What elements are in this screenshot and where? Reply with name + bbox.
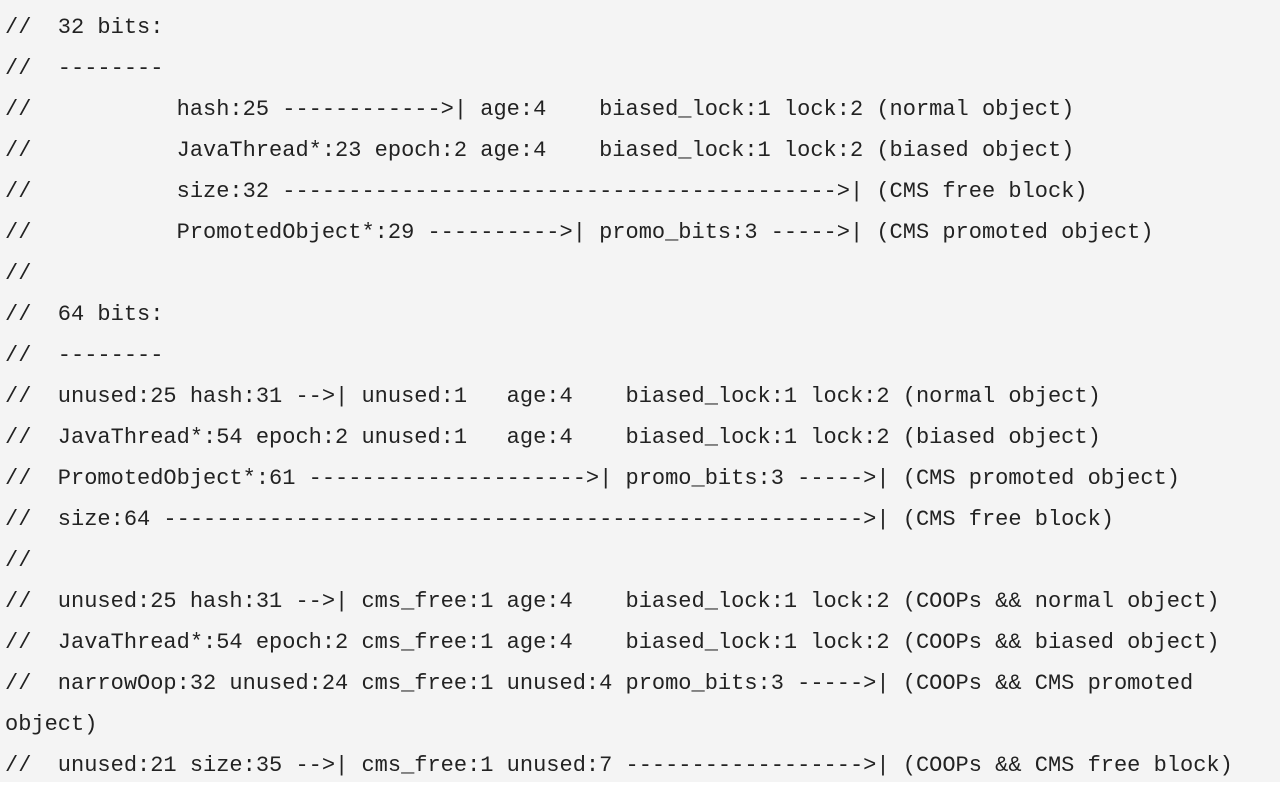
code-line-15: // unused:25 hash:31 -->| cms_free:1 age… bbox=[5, 589, 1220, 614]
code-line-18: object) bbox=[5, 712, 98, 737]
code-line-16: // JavaThread*:54 epoch:2 cms_free:1 age… bbox=[5, 630, 1220, 655]
code-line-2: // -------- bbox=[5, 56, 164, 81]
code-line-3: // hash:25 ------------>| age:4 biased_l… bbox=[5, 97, 1075, 122]
code-line-19: // unused:21 size:35 -->| cms_free:1 unu… bbox=[5, 753, 1233, 778]
code-line-11: // JavaThread*:54 epoch:2 unused:1 age:4… bbox=[5, 425, 1101, 450]
code-line-9: // -------- bbox=[5, 343, 164, 368]
code-line-4: // JavaThread*:23 epoch:2 age:4 biased_l… bbox=[5, 138, 1075, 163]
code-line-6: // PromotedObject*:29 ---------->| promo… bbox=[5, 220, 1154, 245]
code-line-7: // bbox=[5, 261, 32, 286]
code-line-12: // PromotedObject*:61 ------------------… bbox=[5, 466, 1180, 491]
code-line-10: // unused:25 hash:31 -->| unused:1 age:4… bbox=[5, 384, 1101, 409]
code-line-17: // narrowOop:32 unused:24 cms_free:1 unu… bbox=[5, 671, 1194, 696]
code-line-8: // 64 bits: bbox=[5, 302, 164, 327]
code-line-5: // size:32 -----------------------------… bbox=[5, 179, 1088, 204]
code-line-1: // 32 bits: bbox=[5, 15, 164, 40]
code-line-13: // size:64 -----------------------------… bbox=[5, 507, 1114, 532]
code-line-14: // bbox=[5, 548, 32, 573]
